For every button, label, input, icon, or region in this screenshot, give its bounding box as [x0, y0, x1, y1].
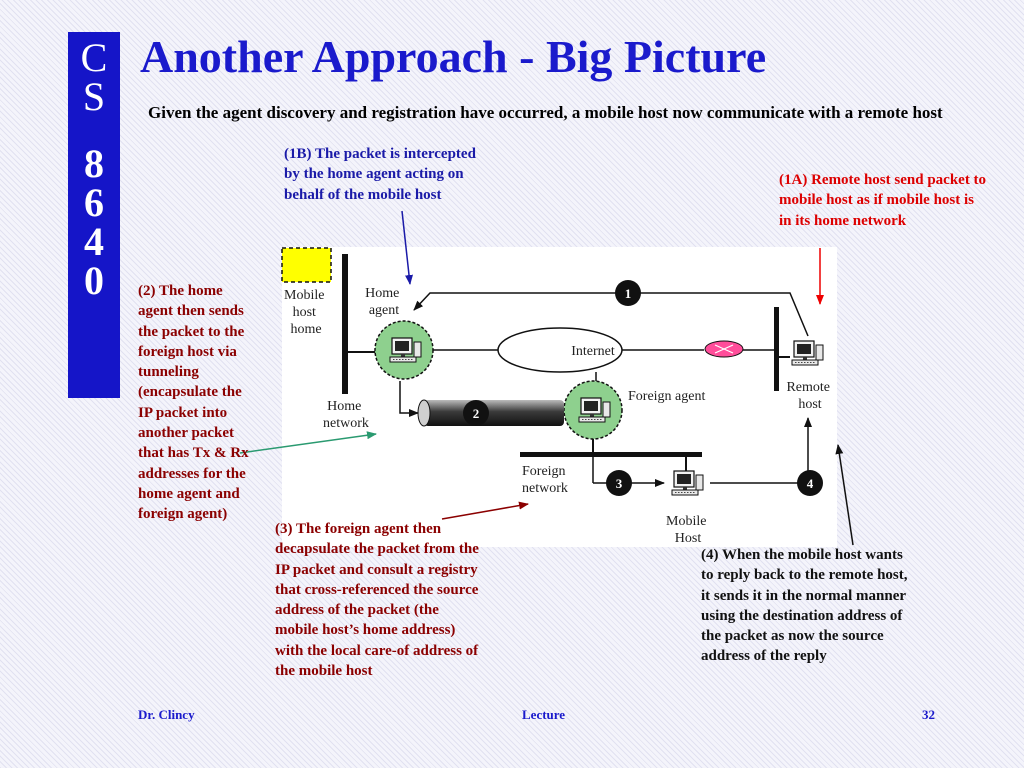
note-step-1b: (1B) The packet is intercepted by the ho… [284, 146, 476, 203]
note-step-2: (2) The home agent then sends the packet… [138, 283, 249, 523]
foreign-agent-computer-icon [578, 397, 611, 423]
annotation-arrow-4 [835, 444, 854, 546]
tunnel-pipe [424, 400, 564, 426]
course-digit: 8 [84, 141, 104, 186]
footer-author: Dr. Clincy [138, 707, 195, 722]
svg-text:2: 2 [473, 406, 480, 421]
footer-page-number: 32 [922, 707, 935, 722]
note-step-4: (4) When the mobile host wants to reply … [701, 547, 908, 665]
diagram-panel [282, 247, 837, 547]
svg-text:4: 4 [807, 476, 814, 491]
course-letter: C [80, 35, 108, 80]
slide-intro: Given the agent discovery and registrati… [148, 103, 943, 122]
home-network-bus [342, 254, 348, 394]
mobile-host-computer-icon [671, 470, 704, 496]
foreign-network-label: Foreign network [522, 464, 569, 496]
course-digit: 4 [84, 219, 104, 264]
course-digit: 6 [84, 180, 104, 225]
home-agent-computer-icon [389, 337, 422, 363]
foreign-network-bus [520, 452, 702, 457]
remote-host-label: Remote host [786, 380, 833, 412]
svg-text:1: 1 [625, 286, 632, 301]
note-step-1a: (1A) Remote host send packet to mobile h… [779, 172, 987, 229]
step-badge: 4 [797, 470, 823, 496]
course-letter: S [82, 74, 106, 119]
mobile-host-home-label: Mobile host home [284, 288, 328, 337]
step-badge: 1 [615, 280, 641, 306]
step-badge: 3 [606, 470, 632, 496]
course-sidebar: C S 8 6 4 0 [68, 32, 120, 398]
home-agent-label: Home agent [365, 286, 403, 318]
note-step-3: (3) The foreign agent then decapsulate t… [275, 521, 479, 680]
annotation-arrow-1b [401, 210, 413, 285]
annotation-arrow-3 [441, 501, 529, 520]
home-network-label: Home network [323, 399, 369, 431]
remote-network-bus [774, 307, 779, 391]
course-digit: 0 [84, 258, 104, 303]
svg-text:3: 3 [616, 476, 623, 491]
internet-label: Internet [571, 344, 615, 359]
foreign-agent-label: Foreign agent [628, 389, 705, 404]
annotation-arrow-2 [239, 431, 377, 454]
mobile-host-home-box [281, 247, 332, 283]
slide-title: Another Approach - Big Picture [140, 31, 767, 82]
mobile-host-label: Mobile Host [666, 514, 710, 546]
remote-host-computer-icon [791, 340, 824, 366]
footer-center: Lecture [522, 707, 566, 722]
step-badge: 2 [463, 400, 489, 426]
